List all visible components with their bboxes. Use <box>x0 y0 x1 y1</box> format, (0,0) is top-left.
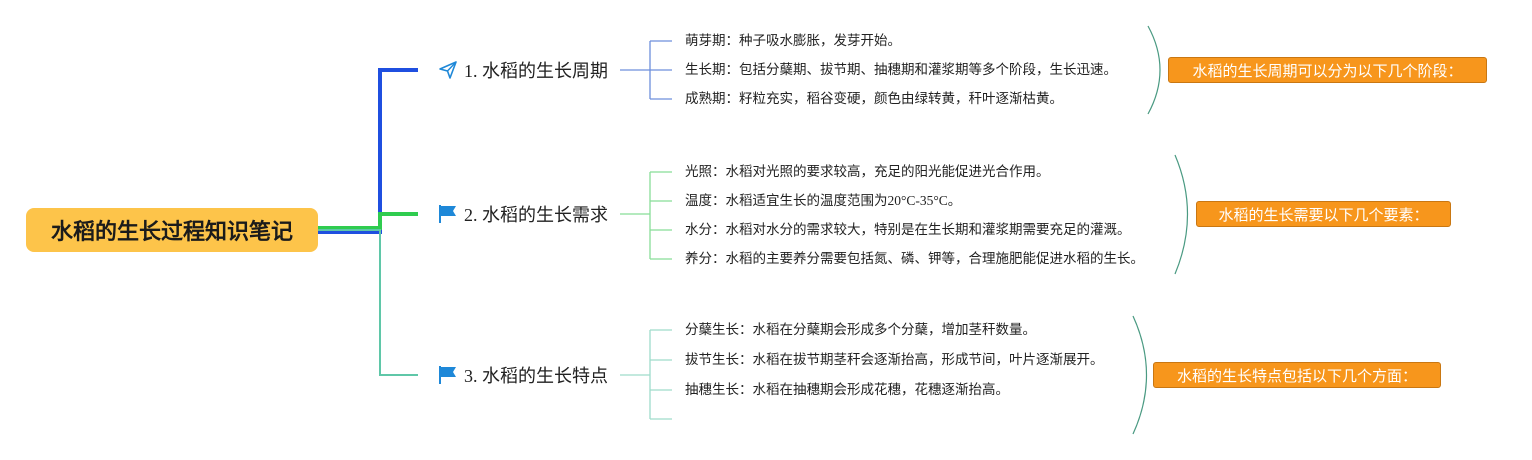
branch-topic-growth-cycle[interactable]: 1. 水稻的生长周期 <box>418 52 620 88</box>
flag-icon <box>438 204 458 224</box>
summary-topic[interactable]: 水稻的生长周期可以分为以下几个阶段： <box>1168 57 1487 83</box>
connector-root-branch-2 <box>318 212 418 230</box>
leaf-topic[interactable]: 成熟期：籽粒充实，稻谷变硬，颜色由绿转黄，秆叶逐渐枯黄。 <box>685 91 1063 106</box>
leaf-topic[interactable]: 萌芽期：种子吸水膨胀，发芽开始。 <box>685 33 901 48</box>
leaf-topic[interactable]: 光照：水稻对光照的要求较高，充足的阳光能促进光合作用。 <box>685 164 1050 179</box>
summary-topic[interactable]: 水稻的生长特点包括以下几个方面： <box>1153 362 1441 388</box>
connector-branch-2-leaves <box>620 171 672 260</box>
leaf-topic[interactable]: 抽穗生长：水稻在抽穗期会形成花穗，花穗逐渐抬高。 <box>685 382 1009 397</box>
leaf-topic[interactable]: 养分：水稻的主要养分需要包括氮、磷、钾等，合理施肥能促进水稻的生长。 <box>685 251 1144 266</box>
branch-topic-growth-traits[interactable]: 3. 水稻的生长特点 <box>418 357 620 393</box>
leaf-topic[interactable]: 温度：水稻适宜生长的温度范围为20°C-35°C。 <box>685 193 962 208</box>
branch-label: 2. 水稻的生长需求 <box>464 205 608 225</box>
connector-root-branch-3 <box>318 229 418 376</box>
leaf-topic[interactable]: 分蘖生长：水稻在分蘖期会形成多个分蘖，增加茎秆数量。 <box>685 322 1036 337</box>
root-topic[interactable]: 水稻的生长过程知识笔记 <box>26 208 318 252</box>
branch-label: 3. 水稻的生长特点 <box>464 366 608 386</box>
summary-brace-1 <box>1147 25 1161 115</box>
branch-label: 1. 水稻的生长周期 <box>464 61 608 81</box>
leaf-topic[interactable]: 水分：水稻对水分的需求较大，特别是在生长期和灌浆期需要充足的灌溉。 <box>685 222 1131 237</box>
leaf-topic[interactable]: 生长期：包括分蘖期、拔节期、抽穗期和灌浆期等多个阶段，生长迅速。 <box>685 62 1117 77</box>
connector-branch-1-leaves <box>620 40 672 100</box>
summary-brace-3 <box>1132 315 1148 435</box>
summary-topic[interactable]: 水稻的生长需要以下几个要素： <box>1196 201 1451 227</box>
summary-label: 水稻的生长特点包括以下几个方面： <box>1176 368 1417 385</box>
branch-topic-growth-needs[interactable]: 2. 水稻的生长需求 <box>418 196 620 232</box>
root-title: 水稻的生长过程知识笔记 <box>50 220 293 245</box>
connector-root-branch-1 <box>318 68 418 234</box>
flag-icon <box>438 365 458 385</box>
paper-plane-icon <box>438 60 458 80</box>
summary-brace-2 <box>1174 154 1189 275</box>
leaf-topic[interactable]: 拔节生长：水稻在拔节期茎秆会逐渐抬高，形成节间，叶片逐渐展开。 <box>685 352 1104 367</box>
summary-label: 水稻的生长需要以下几个要素： <box>1218 207 1429 224</box>
summary-label: 水稻的生长周期可以分为以下几个阶段： <box>1192 63 1463 80</box>
connector-branch-3-leaves <box>620 329 672 420</box>
